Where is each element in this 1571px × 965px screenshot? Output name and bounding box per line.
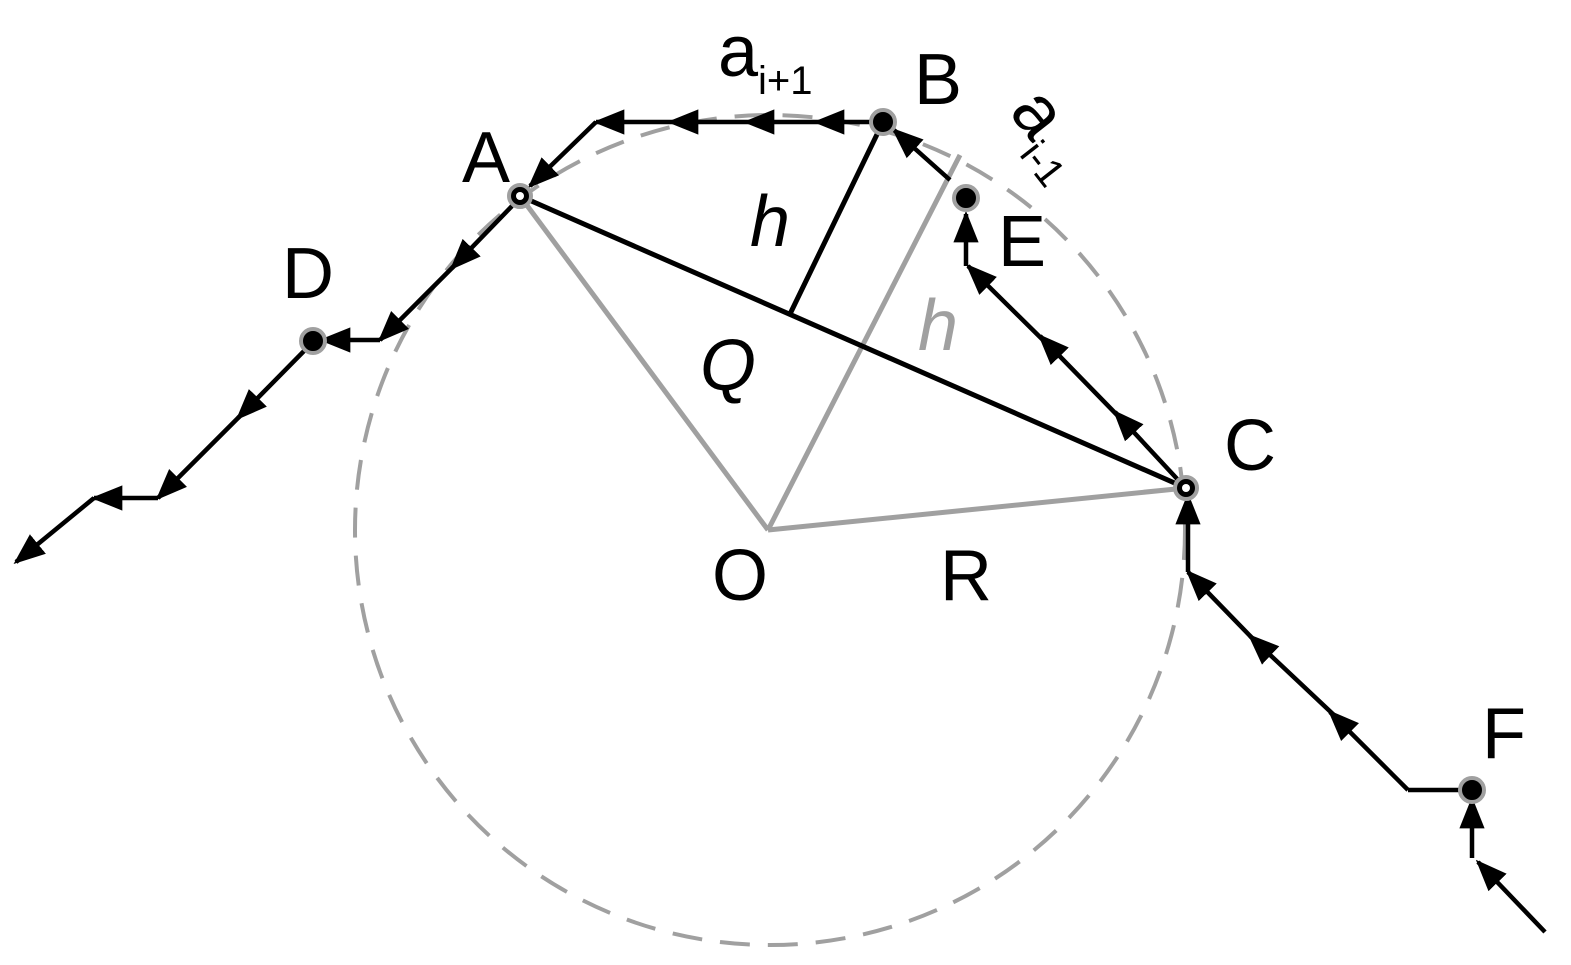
label-a-next-base: a (718, 12, 759, 92)
chord-lines (518, 120, 1188, 491)
label-B: B (914, 40, 962, 120)
label-A: A (462, 118, 510, 198)
segment-FC-2 (1247, 633, 1337, 718)
label-Q: Q (700, 326, 756, 406)
radius-OC (767, 485, 1187, 533)
label-R: R (940, 536, 992, 616)
height-BQ (787, 120, 886, 316)
segment-CE-2 (1037, 333, 1122, 420)
point-D (299, 327, 327, 355)
segment-AD-2 (377, 262, 458, 343)
label-a-prev-group: ai-1 (987, 73, 1111, 196)
construction-lines (517, 153, 1187, 533)
segment-CE-3 (965, 263, 1047, 344)
segment-EB (891, 127, 952, 182)
label-E: E (998, 202, 1046, 282)
polyline-path (13, 109, 1547, 934)
segment-FC-3 (1185, 569, 1258, 644)
label-F: F (1482, 694, 1526, 774)
chord-AC (518, 193, 1188, 491)
circumcircle (353, 113, 1187, 947)
radius-OA (517, 194, 771, 532)
label-D: D (282, 234, 334, 314)
segment-tail-to-F (1475, 859, 1547, 934)
label-h-gray: h (918, 286, 958, 366)
point-C-center (1182, 484, 1190, 492)
point-A-center (516, 192, 524, 200)
label-h-black: h (750, 182, 790, 262)
point-F (1458, 776, 1486, 804)
segment-D-4 (13, 496, 96, 564)
segment-FC-1 (1327, 709, 1410, 792)
label-C: C (1224, 406, 1276, 486)
segment-CE-1 (1112, 409, 1182, 484)
label-a-prev: ai-1 (987, 73, 1111, 196)
vertices (299, 108, 1486, 804)
segment-D-2 (155, 412, 244, 501)
point-E (952, 184, 980, 212)
radius-O-to-arc (765, 153, 963, 532)
point-B (869, 108, 897, 136)
segment-BA-5 (527, 120, 598, 189)
label-a-next-sub: i+1 (758, 59, 813, 103)
labels: A B C D E F O R Q h h ai+1 ai-1 (282, 12, 1526, 774)
label-O: O (712, 536, 768, 616)
segment-D-1 (235, 348, 307, 421)
label-a-next: ai+1 (718, 12, 813, 103)
segment-AD-1 (449, 204, 514, 271)
